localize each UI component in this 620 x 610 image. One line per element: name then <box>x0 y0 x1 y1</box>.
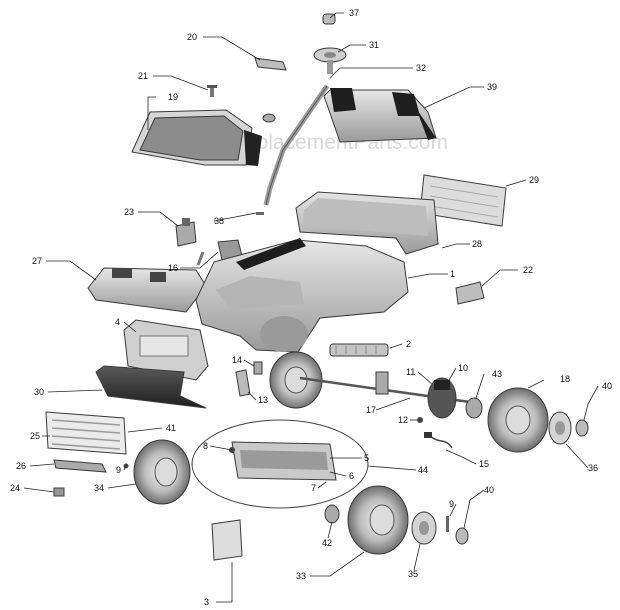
callout-5: 5 <box>364 453 369 463</box>
callout-7: 7 <box>311 483 316 493</box>
callout-1: 1 <box>450 269 455 279</box>
callout-20: 20 <box>187 32 197 42</box>
callout-8: 8 <box>203 441 208 451</box>
hubcap-front-part <box>411 511 437 545</box>
rear-wheel-right-part <box>487 387 549 453</box>
front-fascia-part <box>123 319 209 381</box>
chassis-body-part <box>195 238 409 353</box>
callout-32: 32 <box>416 63 426 73</box>
battery-group-outline <box>191 419 369 509</box>
callout-37: 37 <box>349 8 359 18</box>
callout-40-rear: 40 <box>602 381 612 391</box>
callout-labels: 37 20 31 21 32 39 19 29 23 38 28 27 16 2… <box>10 8 612 607</box>
callout-27: 27 <box>32 256 42 266</box>
callout-12: 12 <box>398 415 408 425</box>
callout-40-front: 40 <box>484 485 494 495</box>
callout-3: 3 <box>204 597 209 607</box>
callout-34: 34 <box>94 483 104 493</box>
callout-21: 21 <box>138 71 148 81</box>
callout-15: 15 <box>479 459 489 469</box>
wheel-cap-rear-part <box>575 419 589 437</box>
callout-24: 24 <box>10 483 20 493</box>
callout-4: 4 <box>115 317 120 327</box>
callout-25: 25 <box>30 431 40 441</box>
wheel-cap-front-part <box>455 527 469 545</box>
shifter-part <box>196 239 243 266</box>
front-bumper-part <box>95 365 207 409</box>
callout-19: 19 <box>168 92 178 102</box>
seat-part <box>323 88 437 143</box>
grille-part <box>45 411 127 455</box>
steering-wheel-part <box>313 47 347 74</box>
callout-29: 29 <box>529 175 539 185</box>
battery-tray-part <box>229 441 337 481</box>
wiring-harness-part <box>424 432 453 449</box>
callout-43: 43 <box>492 369 502 379</box>
bushing-part <box>262 113 276 123</box>
hubcap-rear-part <box>548 411 572 445</box>
callout-6: 6 <box>349 471 354 481</box>
windshield-part <box>131 109 262 166</box>
leader-lines <box>23 12 599 603</box>
hub-adapter-part <box>465 397 483 419</box>
callout-11: 11 <box>406 367 415 377</box>
steering-bracket-part <box>254 57 287 71</box>
callout-14: 14 <box>232 355 242 365</box>
lower-trim-part <box>53 459 107 473</box>
steering-rod-part <box>329 343 389 357</box>
callout-42: 42 <box>322 538 332 548</box>
front-wheel-left-part <box>133 439 191 505</box>
callout-30: 30 <box>34 387 44 397</box>
pedal-switch-part <box>253 361 263 375</box>
callout-38: 38 <box>214 216 224 226</box>
foot-pedal-part <box>211 519 243 561</box>
callout-18: 18 <box>560 374 570 384</box>
callout-28: 28 <box>472 239 482 249</box>
callout-16: 16 <box>168 263 178 273</box>
hood-part <box>87 267 207 313</box>
callout-31: 31 <box>369 40 379 50</box>
callout-9-right: 9 <box>449 499 454 509</box>
callout-2: 2 <box>406 339 411 349</box>
callout-13: 13 <box>258 395 268 405</box>
front-wheel-right-part <box>347 485 409 555</box>
gearbox-motor-part <box>417 377 457 423</box>
screw-part-2 <box>256 212 264 215</box>
switch-housing-part <box>175 218 197 247</box>
callout-35: 35 <box>408 569 418 579</box>
callout-36: 36 <box>588 463 598 473</box>
callout-44: 44 <box>418 465 428 475</box>
callout-23: 23 <box>124 207 134 217</box>
screw-part <box>207 85 217 97</box>
small-screw-right-part <box>446 516 449 532</box>
rear-wheel-left-part <box>269 351 323 409</box>
clip-part <box>53 487 65 497</box>
callout-39: 39 <box>487 82 497 92</box>
callout-22: 22 <box>523 265 533 275</box>
callout-41: 41 <box>166 423 176 433</box>
callout-26: 26 <box>16 461 26 471</box>
truck-bed-part <box>295 191 439 255</box>
callout-33: 33 <box>296 571 306 581</box>
callout-9-left: 9 <box>116 465 121 475</box>
callout-10: 10 <box>458 363 468 373</box>
steering-column-part <box>263 84 330 206</box>
hub-front-part <box>324 504 340 524</box>
mount-bracket-part <box>455 281 485 305</box>
callout-17: 17 <box>366 405 376 415</box>
